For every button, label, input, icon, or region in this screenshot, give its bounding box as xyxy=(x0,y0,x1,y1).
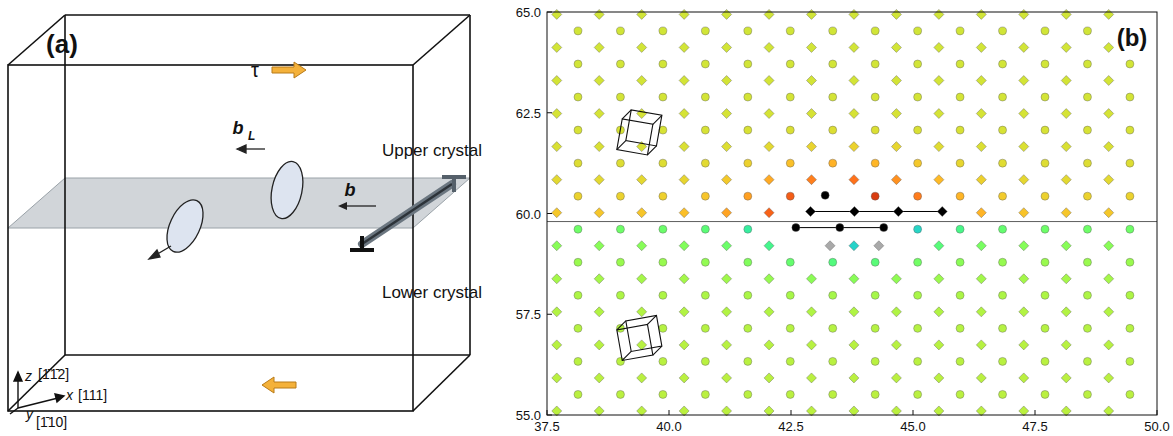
label-slot: 40.0 xyxy=(656,418,681,434)
region-label: Lower crystal xyxy=(382,283,482,302)
label-slot: x xyxy=(66,387,73,403)
tick-label: 37.5 xyxy=(534,419,559,434)
label-slot: 57.5 xyxy=(516,306,541,322)
label-slot: 37.5 xyxy=(534,418,559,434)
shear-arrows xyxy=(262,62,306,393)
label-slot: y xyxy=(26,406,33,422)
label-slot: τ xyxy=(251,60,259,80)
dislocation-loops xyxy=(149,145,308,259)
label-slot: 60.0 xyxy=(516,206,541,222)
tick-label: 62.5 xyxy=(516,106,541,121)
label-slot: L xyxy=(248,127,255,143)
panel-label: (b) xyxy=(1114,23,1151,52)
label-slot: [111] xyxy=(78,387,107,403)
axis-ticks xyxy=(547,12,1157,415)
label-slot: b xyxy=(233,119,244,137)
label-slot: (a) xyxy=(46,31,78,57)
label-slot: 42.5 xyxy=(778,418,803,434)
label-slot: [1̄1̄2] xyxy=(38,366,69,382)
region-label: Upper crystal xyxy=(382,141,482,160)
core-atoms xyxy=(792,191,947,250)
label-slot: (b) xyxy=(1114,26,1151,50)
tick-label: 40.0 xyxy=(656,419,681,434)
label-slot: 65.0 xyxy=(516,4,541,20)
tick-label: 50.0 xyxy=(1144,419,1169,434)
label-slot: 47.5 xyxy=(1022,418,1047,434)
tick-label: 57.5 xyxy=(516,307,541,322)
label-slot: 50.0 xyxy=(1144,418,1169,434)
tick-label: 65.0 xyxy=(516,5,541,20)
panel-label: (a) xyxy=(46,29,78,59)
direction-label: [1̄1̄2] xyxy=(38,366,69,382)
label-slot: 45.0 xyxy=(900,418,925,434)
label-slot: Upper crystal xyxy=(382,142,482,159)
atom-plot xyxy=(547,9,1157,416)
interface-line xyxy=(547,221,1157,222)
stress-symbol: τ xyxy=(251,59,259,81)
direction-label: [1̄10] xyxy=(36,414,67,430)
axis-label: z xyxy=(25,368,32,384)
direction-label: [111] xyxy=(78,387,107,403)
plot-frame xyxy=(547,12,1157,415)
burgers-vector-label: b xyxy=(345,180,356,200)
core-bond xyxy=(811,211,943,212)
simulation-box xyxy=(8,15,470,411)
axis-label: y xyxy=(26,406,33,422)
label-slot: b xyxy=(345,181,356,199)
lattice-atoms xyxy=(552,9,1134,416)
axis-label: x xyxy=(66,387,73,403)
tick-label: 47.5 xyxy=(1022,419,1047,434)
burgers-subscript: L xyxy=(248,129,255,143)
edge-dislocation xyxy=(338,177,466,250)
label-slot: z xyxy=(25,368,32,384)
unit-cell xyxy=(617,315,662,360)
unit-cell xyxy=(617,110,662,155)
tick-label: 42.5 xyxy=(778,419,803,434)
label-slot: 62.5 xyxy=(516,105,541,121)
tick-label: 45.0 xyxy=(900,419,925,434)
tick-label: 60.0 xyxy=(516,207,541,222)
label-slot: [1̄10] xyxy=(36,414,67,430)
burgers-vector-label: b xyxy=(233,118,244,138)
label-slot: Lower crystal xyxy=(382,284,482,301)
